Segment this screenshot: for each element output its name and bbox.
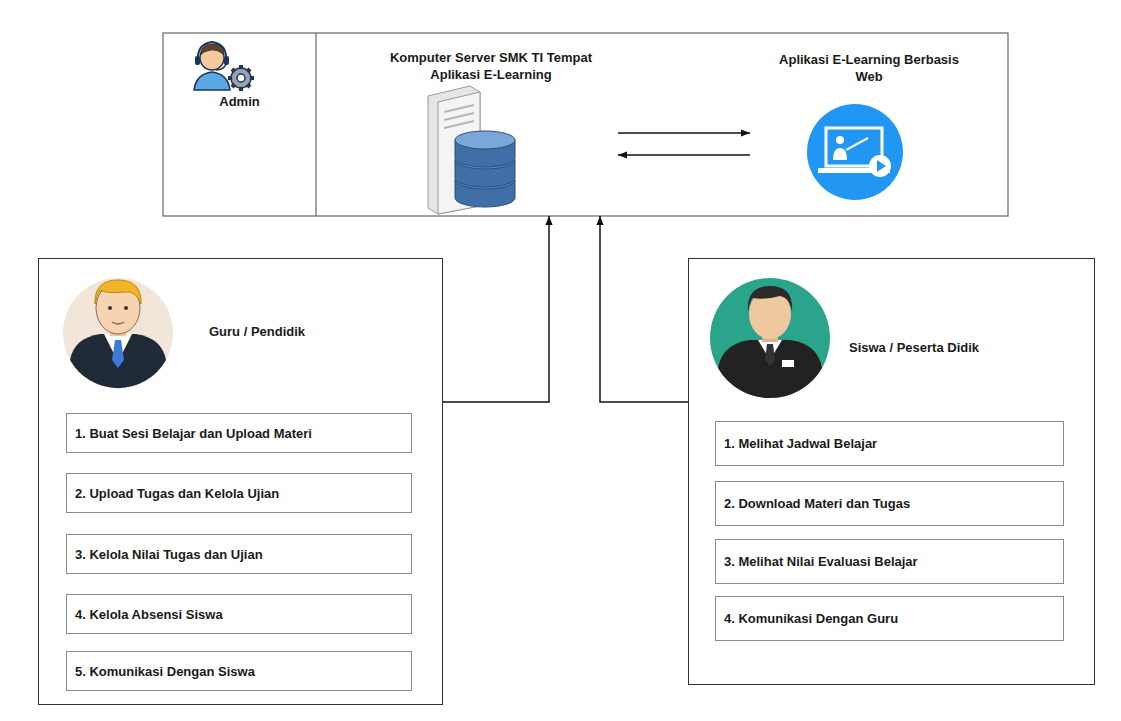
feature-box: 5. Komunikasi Dengan Siswa bbox=[66, 651, 412, 691]
node-title: Siswa / Peserta Didik bbox=[849, 339, 1069, 356]
feature-box: 3. Melihat Nilai Evaluasi Belajar bbox=[715, 539, 1064, 584]
node-title: Aplikasi E-Learning Berbasis Web bbox=[764, 51, 974, 85]
connector-arrow bbox=[600, 216, 688, 402]
feature-box: 1. Buat Sesi Belajar dan Upload Materi bbox=[66, 413, 412, 453]
actor-panel: Siswa / Peserta Didik 1. Melihat Jadwal B… bbox=[688, 258, 1095, 685]
feature-text: 2. Download Materi dan Tugas bbox=[724, 495, 910, 512]
server-icon bbox=[428, 86, 515, 214]
node-title: Admin bbox=[163, 93, 316, 110]
feature-text: 4. Kelola Absensi Siswa bbox=[75, 606, 223, 623]
feature-box: 4. Komunikasi Dengan Guru bbox=[715, 596, 1064, 641]
feature-text: 3. Melihat Nilai Evaluasi Belajar bbox=[724, 553, 918, 570]
feature-text: 1. Melihat Jadwal Belajar bbox=[724, 435, 877, 452]
feature-text: 5. Komunikasi Dengan Siswa bbox=[75, 663, 255, 680]
connector-arrow bbox=[618, 154, 750, 156]
feature-box: 3. Kelola Nilai Tugas dan Ujian bbox=[66, 534, 412, 574]
feature-box: 2. Download Materi dan Tugas bbox=[715, 481, 1064, 526]
feature-text: 3. Kelola Nilai Tugas dan Ujian bbox=[75, 546, 263, 563]
frame-divider bbox=[315, 33, 316, 216]
feature-text: 1. Buat Sesi Belajar dan Upload Materi bbox=[75, 425, 312, 442]
node-title: Guru / Pendidik bbox=[209, 323, 409, 340]
feature-box: 2. Upload Tugas dan Kelola Ujian bbox=[66, 473, 412, 513]
feature-box: 4. Kelola Absensi Siswa bbox=[66, 594, 412, 634]
feature-text: 4. Komunikasi Dengan Guru bbox=[724, 610, 898, 627]
feature-text: 2. Upload Tugas dan Kelola Ujian bbox=[75, 485, 279, 502]
connector-arrow bbox=[618, 132, 750, 134]
top-frame bbox=[163, 33, 1008, 216]
server-cell: Komputer Server SMK TI Tempat Aplikasi E… bbox=[316, 33, 616, 216]
app-icon bbox=[807, 104, 903, 200]
teacher-avatar bbox=[63, 278, 173, 388]
feature-box: 1. Melihat Jadwal Belajar bbox=[715, 421, 1064, 466]
student-avatar bbox=[710, 278, 830, 398]
connector-arrow bbox=[443, 216, 549, 402]
actor-panel: Guru / Pendidik 1. Buat Sesi Belajar dan … bbox=[38, 258, 443, 705]
admin-cell: Admin bbox=[163, 33, 316, 216]
app-cell: Aplikasi E-Learning Berbasis Web bbox=[752, 33, 1002, 216]
node-title: Komputer Server SMK TI Tempat Aplikasi E… bbox=[376, 49, 606, 83]
admin-icon bbox=[194, 42, 254, 91]
